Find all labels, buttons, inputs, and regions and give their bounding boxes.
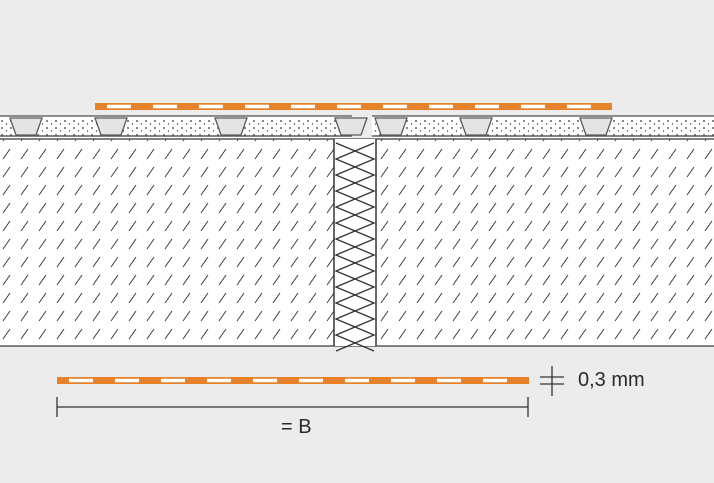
width-dimension-icon [56, 397, 529, 417]
width-label: = B [281, 416, 312, 438]
membrane-strip [57, 377, 529, 384]
thickness-label: 0,3 mm [578, 369, 645, 391]
thickness-marker-icon [540, 366, 564, 396]
movement-joint [333, 139, 377, 352]
screed-layer [0, 115, 714, 138]
stud-mat [9, 117, 613, 136]
sealing-membrane [95, 103, 612, 110]
zigzag-insulation-icon [334, 142, 376, 352]
